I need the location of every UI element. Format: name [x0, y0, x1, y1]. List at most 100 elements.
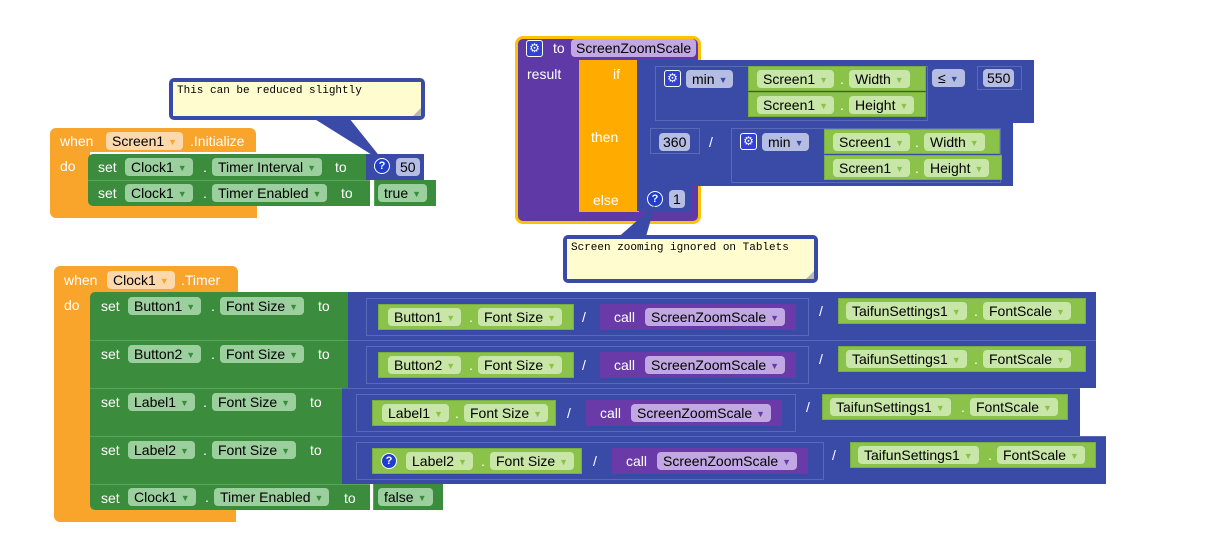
- chevron-down-icon: ▼: [559, 457, 569, 467]
- compare-operator-dropdown[interactable]: ≤▼: [932, 69, 965, 87]
- gear-icon[interactable]: ⚙: [664, 70, 681, 87]
- component-dropdown[interactable]: Screen1▼: [757, 96, 835, 114]
- chevron-down-icon: ▼: [895, 138, 905, 148]
- component-dropdown[interactable]: TaifunSettings1▼: [846, 302, 967, 320]
- if-then-else-block[interactable]: [579, 60, 639, 212]
- property-dropdown[interactable]: Font Size▼: [490, 452, 575, 470]
- property-dropdown[interactable]: Font Size▼: [212, 441, 297, 459]
- property-dropdown[interactable]: FontScale▼: [983, 350, 1071, 368]
- chevron-down-icon: ▼: [1056, 307, 1065, 317]
- property-dropdown[interactable]: FontScale▼: [983, 302, 1071, 320]
- chevron-down-icon: ▼: [314, 493, 324, 503]
- call-label: call: [614, 357, 636, 373]
- to-label: to: [318, 346, 330, 362]
- chevron-down-icon: ▼: [951, 355, 961, 365]
- procedure-dropdown[interactable]: ScreenZoomScale▼: [645, 356, 786, 374]
- component-dropdown[interactable]: Clock1▼: [107, 271, 175, 289]
- chevron-down-icon: ▼: [168, 137, 178, 147]
- resize-grip[interactable]: [413, 108, 421, 116]
- property-dropdown[interactable]: Width▼: [924, 133, 985, 151]
- property-dropdown[interactable]: FontScale▼: [970, 398, 1058, 416]
- procedure-dropdown[interactable]: ScreenZoomScale▼: [631, 404, 772, 422]
- set-label: set: [101, 490, 120, 506]
- component-dropdown[interactable]: Screen1▼: [833, 133, 911, 151]
- component-dropdown[interactable]: Screen1▼: [833, 159, 911, 177]
- number-field[interactable]: 550: [983, 69, 1015, 87]
- chevron-down-icon: ▼: [180, 446, 189, 456]
- chevron-down-icon: ▼: [951, 307, 961, 317]
- boolean-dropdown[interactable]: false▼: [378, 488, 433, 506]
- divide-operator: /: [582, 309, 586, 325]
- number-field[interactable]: 360: [659, 133, 691, 151]
- component-dropdown[interactable]: Label1▼: [128, 393, 195, 411]
- to-label: to: [341, 185, 353, 201]
- chevron-down-icon: ▼: [547, 361, 557, 371]
- chevron-down-icon: ▼: [770, 313, 780, 323]
- gear-icon[interactable]: ⚙: [526, 40, 543, 57]
- comment-tablets[interactable]: Screen zooming ignored on Tablets: [563, 235, 818, 283]
- procedure-name-field[interactable]: ScreenZoomScale: [571, 39, 697, 57]
- component-dropdown[interactable]: Label2▼: [128, 441, 195, 459]
- set-label: set: [101, 394, 120, 410]
- component-dropdown[interactable]: Clock1▼: [125, 158, 193, 176]
- resize-grip[interactable]: [806, 271, 814, 279]
- component-dropdown[interactable]: Button1▼: [388, 308, 462, 326]
- property-dropdown[interactable]: Font Size▼: [220, 297, 305, 315]
- property-dropdown[interactable]: Font Size▼: [220, 345, 305, 363]
- to-label: to: [310, 442, 322, 458]
- number-field[interactable]: 50: [396, 158, 420, 176]
- component-dropdown[interactable]: Screen1▼: [757, 70, 835, 88]
- property-dropdown[interactable]: Font Size▼: [212, 393, 297, 411]
- property-dropdown[interactable]: Font Size▼: [478, 356, 563, 374]
- property-dropdown[interactable]: Font Size▼: [478, 308, 563, 326]
- comment-question-icon[interactable]: ?: [647, 191, 663, 207]
- property-dropdown[interactable]: Width▼: [849, 70, 910, 88]
- chevron-down-icon: ▼: [1043, 403, 1052, 413]
- min-dropdown[interactable]: min▼: [686, 70, 734, 88]
- min-dropdown[interactable]: min▼: [762, 133, 810, 151]
- comment-text: Screen zooming ignored on Tablets: [571, 242, 789, 254]
- component-dropdown[interactable]: TaifunSettings1▼: [846, 350, 967, 368]
- component-dropdown[interactable]: Label2▼: [406, 452, 473, 470]
- call-label: call: [600, 405, 622, 421]
- when-label: when: [64, 272, 98, 288]
- comment-question-icon[interactable]: ?: [381, 453, 397, 469]
- property-dropdown[interactable]: Timer Enabled▼: [214, 488, 330, 506]
- component-dropdown[interactable]: Button1▼: [128, 297, 202, 315]
- chevron-down-icon: ▼: [180, 398, 189, 408]
- component-dropdown[interactable]: Label1▼: [382, 404, 449, 422]
- component-dropdown[interactable]: Button2▼: [128, 345, 202, 363]
- property-dropdown[interactable]: Timer Interval▼: [212, 158, 322, 176]
- property-dropdown[interactable]: Height▼: [924, 159, 990, 177]
- chevron-down-icon: ▼: [307, 163, 316, 173]
- chevron-down-icon: ▼: [819, 75, 829, 85]
- comment-timer-interval[interactable]: This can be reduced slightly: [169, 78, 425, 120]
- chevron-down-icon: ▼: [794, 138, 804, 148]
- boolean-dropdown[interactable]: true▼: [378, 184, 428, 202]
- chevron-down-icon: ▼: [1056, 355, 1065, 365]
- property-dropdown[interactable]: Font Size▼: [464, 404, 549, 422]
- to-label: to: [335, 159, 347, 175]
- chevron-down-icon: ▼: [289, 302, 299, 312]
- property-dropdown[interactable]: Height▼: [849, 96, 915, 114]
- chevron-down-icon: ▼: [974, 164, 984, 174]
- component-dropdown[interactable]: Screen1▼: [106, 132, 184, 150]
- comment-question-icon[interactable]: ?: [374, 158, 390, 174]
- component-dropdown[interactable]: Clock1▼: [128, 488, 196, 506]
- gear-icon[interactable]: ⚙: [740, 133, 757, 150]
- property-dropdown[interactable]: Timer Enabled▼: [212, 184, 328, 202]
- chevron-down-icon: ▼: [177, 163, 187, 173]
- number-field[interactable]: 1: [669, 190, 685, 208]
- chevron-down-icon: ▼: [458, 457, 467, 467]
- chevron-down-icon: ▼: [417, 493, 427, 503]
- component-dropdown[interactable]: TaifunSettings1▼: [830, 398, 951, 416]
- component-dropdown[interactable]: Button2▼: [388, 356, 462, 374]
- property-dropdown[interactable]: FontScale▼: [997, 446, 1085, 464]
- component-dropdown[interactable]: Clock1▼: [125, 184, 193, 202]
- chevron-down-icon: ▼: [894, 75, 904, 85]
- procedure-dropdown[interactable]: ScreenZoomScale▼: [657, 452, 798, 470]
- chevron-down-icon: ▼: [289, 350, 299, 360]
- procedure-dropdown[interactable]: ScreenZoomScale▼: [645, 308, 786, 326]
- comment-text: This can be reduced slightly: [177, 85, 362, 97]
- component-dropdown[interactable]: TaifunSettings1▼: [858, 446, 979, 464]
